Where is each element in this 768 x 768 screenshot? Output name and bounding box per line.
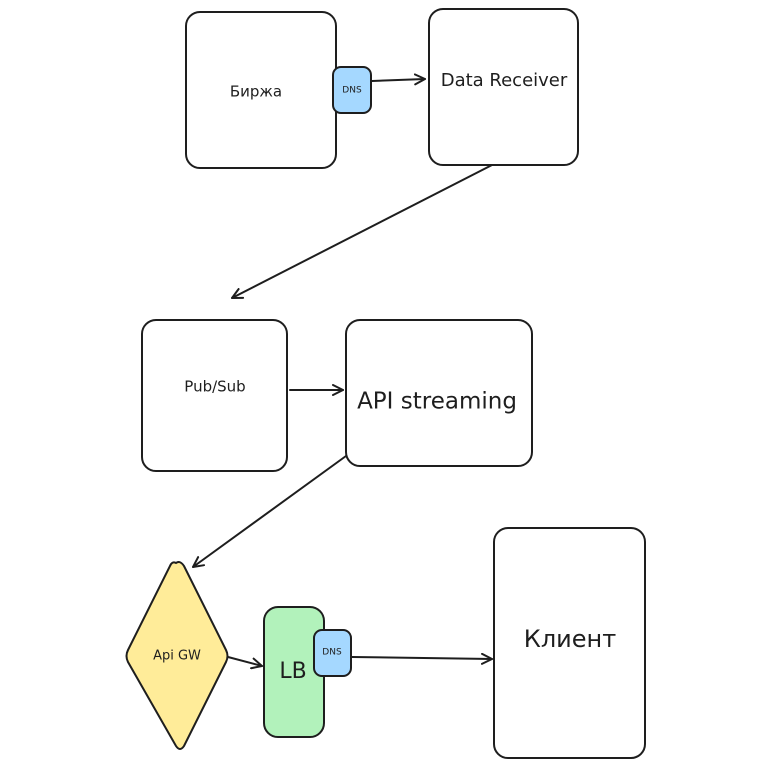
node-exchange[interactable]: Биржа (185, 11, 337, 169)
node-pubsub[interactable]: Pub/Sub (141, 319, 288, 472)
node-data-receiver[interactable]: Data Receiver (428, 8, 579, 166)
node-lb[interactable]: LB (263, 606, 325, 738)
node-api-streaming[interactable]: API streaming (345, 319, 533, 467)
data-receiver-label: Data Receiver (441, 70, 568, 91)
pubsub-label: Pub/Sub (184, 378, 245, 396)
client-box (493, 527, 646, 759)
pubsub-box (141, 319, 288, 472)
api-gw-label: Api GW (153, 649, 201, 664)
node-exchange-dns[interactable]: DNS (332, 66, 372, 114)
node-client[interactable]: Клиент (493, 527, 646, 759)
client-label: Клиент (524, 625, 616, 653)
edge-dns-to-client (351, 652, 493, 665)
edge-dns-to-data-receiver (371, 73, 426, 86)
api-streaming-box (345, 319, 533, 467)
edge-api-gw-to-lb (227, 656, 263, 670)
exchange-dns-label: DNS (342, 86, 362, 96)
edge-api-streaming-to-api-gw (192, 455, 347, 568)
exchange-dns-box (332, 66, 372, 114)
exchange-label: Биржа (230, 83, 282, 101)
edge-data-receiver-to-pubsub (231, 164, 493, 299)
data-receiver-box (428, 8, 579, 166)
api-streaming-label: API streaming (357, 389, 517, 415)
api-gw-diamond (125, 561, 229, 750)
lb-dns-box (313, 629, 352, 677)
node-lb-dns[interactable]: DNS (313, 629, 352, 677)
lb-dns-label: DNS (322, 648, 342, 658)
node-api-gw[interactable]: Api GW (125, 561, 229, 750)
lb-label: LB (279, 659, 306, 684)
